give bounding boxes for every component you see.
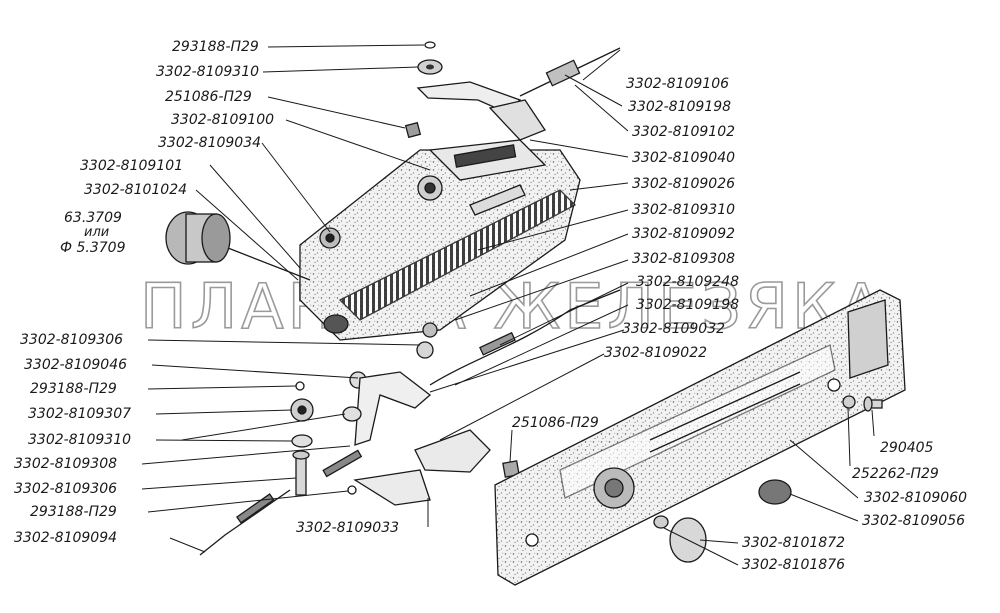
- label-3302-8101876: 3302-8101876: [742, 557, 845, 573]
- label-3302-8109022: 3302-8109022: [604, 345, 707, 361]
- label-293188-p29-bottom: 293188-П29: [30, 504, 117, 520]
- top-small-parts: [404, 41, 621, 141]
- label-3302-8109101: 3302-8109101: [80, 158, 183, 174]
- label-3302-8101024: 3302-8101024: [84, 182, 187, 198]
- control-housing-assembly: [299, 139, 581, 341]
- label-251086-p29-top: 251086-П29: [165, 89, 252, 105]
- label-293188-p29-top: 293188-П29: [172, 39, 259, 55]
- label-251086-p29-mid: 251086-П29: [512, 415, 599, 431]
- leader-lines: [141, 44, 875, 566]
- front-panel: [494, 289, 906, 586]
- label-3302-8109248: 3302-8109248: [636, 274, 739, 290]
- label-3302-8101872: 3302-8101872: [742, 535, 845, 551]
- label-3302-8109198-top: 3302-8109198: [628, 99, 731, 115]
- label-3302-8109056: 3302-8109056: [862, 513, 965, 529]
- label-3302-8109102: 3302-8109102: [632, 124, 735, 140]
- label-3302-8109310-right: 3302-8109310: [632, 202, 735, 218]
- part-labels: 293188-П29 3302-8109310 251086-П29 3302-…: [14, 39, 967, 573]
- label-3302-8109040: 3302-8109040: [632, 150, 735, 166]
- label-3302-8109100: 3302-8109100: [171, 112, 274, 128]
- label-3302-8109306-b: 3302-8109306: [14, 481, 117, 497]
- label-3302-8109092: 3302-8109092: [632, 226, 735, 242]
- label-3302-8109308-right: 3302-8109308: [632, 251, 735, 267]
- lever-group: [290, 322, 520, 506]
- watermark-text: ПЛАНЕТА ЖЕЛЕЗЯКА: [140, 270, 886, 343]
- label-63-3709: 63.3709: [64, 210, 122, 226]
- label-3302-8109046: 3302-8109046: [24, 357, 127, 373]
- label-3302-8109106: 3302-8109106: [626, 76, 729, 92]
- label-293188-p29-mid: 293188-П29: [30, 381, 117, 397]
- label-3302-8109307: 3302-8109307: [28, 406, 131, 422]
- label-3302-8109308-bottom: 3302-8109308: [14, 456, 117, 472]
- label-3302-8109034: 3302-8109034: [158, 135, 261, 151]
- blower-switch-motor: [165, 211, 311, 281]
- label-ili: или: [84, 225, 109, 240]
- label-3302-8109094: 3302-8109094: [14, 530, 117, 546]
- label-3302-8109310-bottom: 3302-8109310: [28, 432, 131, 448]
- label-3302-8109026: 3302-8109026: [632, 176, 735, 192]
- label-3302-8109310-top: 3302-8109310: [156, 64, 259, 80]
- label-3302-8109032: 3302-8109032: [622, 321, 725, 337]
- label-252262-p29: 252262-П29: [852, 466, 939, 482]
- label-3302-8109060: 3302-8109060: [864, 490, 967, 506]
- label-f-5-3709: Ф 5.3709: [60, 240, 126, 256]
- label-290405: 290405: [880, 440, 934, 456]
- label-3302-8109306-a: 3302-8109306: [20, 332, 123, 348]
- label-3302-8109033: 3302-8109033: [296, 520, 399, 536]
- label-3302-8109198-mid: 3302-8109198: [636, 297, 739, 313]
